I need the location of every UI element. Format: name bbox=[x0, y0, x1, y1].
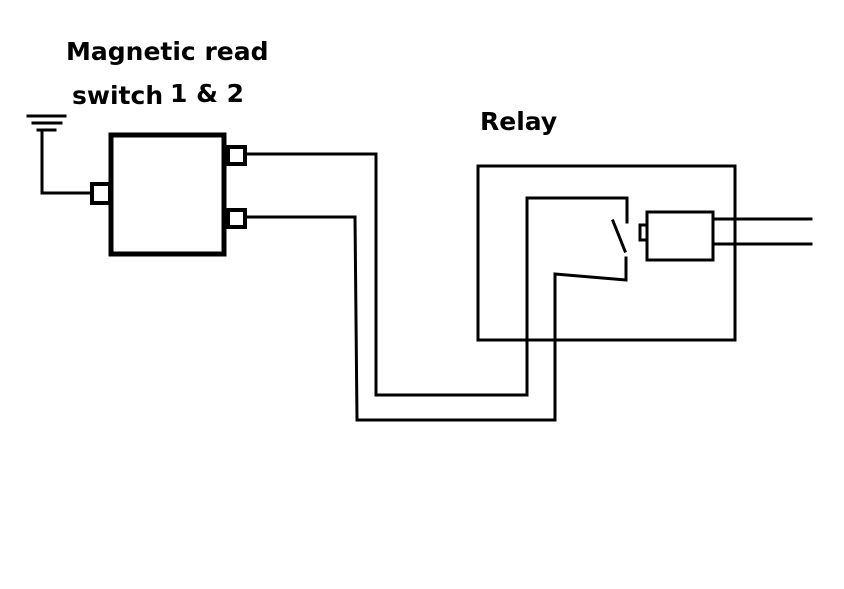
reed-switch-label-line2: switch bbox=[72, 81, 163, 110]
reed-switch-terminal-left bbox=[90, 182, 112, 205]
reed-switch-terminal-top-right bbox=[226, 145, 247, 166]
relay-box bbox=[476, 164, 737, 342]
reed-switch bbox=[90, 132, 247, 257]
reed-switch-numbers: 1 & 2 bbox=[170, 79, 244, 108]
relay-coil bbox=[638, 210, 715, 262]
reed-switch-terminal-bottom-right bbox=[226, 208, 247, 229]
relay-switch-contact bbox=[611, 219, 627, 253]
wire-1 bbox=[245, 152, 629, 397]
reed-switch-label-line1: Magnetic read bbox=[66, 37, 269, 66]
ground-symbol bbox=[26, 114, 94, 195]
relay-label: Relay bbox=[480, 107, 557, 136]
wire-2 bbox=[245, 215, 628, 422]
